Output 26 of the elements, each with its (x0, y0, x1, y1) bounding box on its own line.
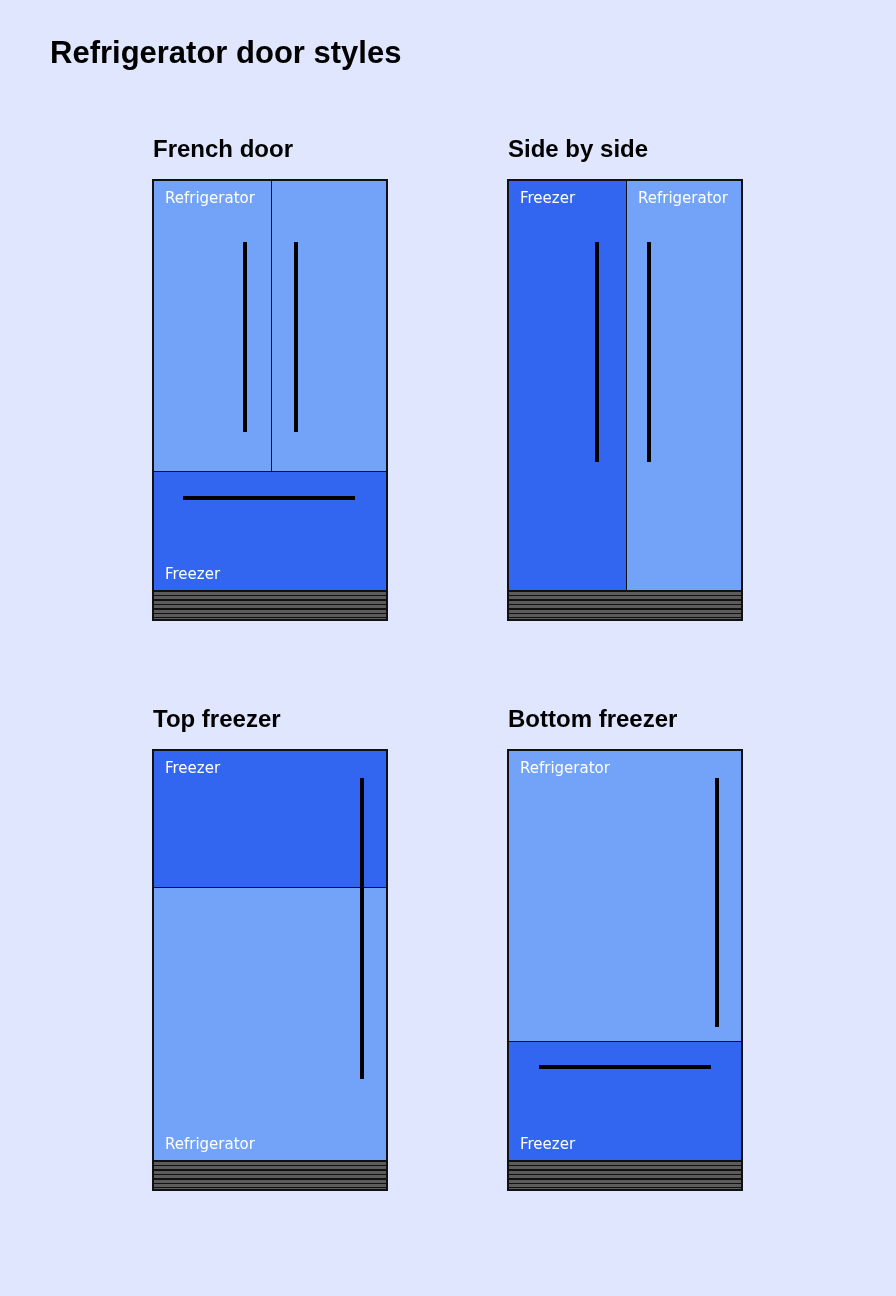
door-label: Refrigerator (165, 1135, 255, 1153)
refrigerator-door (626, 180, 742, 592)
style-heading: French door (153, 135, 293, 163)
refrigerator-door (153, 180, 273, 473)
door-label: Freezer (165, 565, 221, 583)
refrigerator-door (271, 180, 387, 473)
freezer-door (153, 471, 387, 592)
freezer-door (508, 180, 628, 592)
door-label: Refrigerator (520, 759, 610, 777)
base-grille (152, 1160, 388, 1191)
style-heading: Top freezer (153, 705, 281, 733)
door-label: Refrigerator (638, 189, 728, 207)
door-label: Freezer (520, 1135, 576, 1153)
door-label: Refrigerator (165, 189, 255, 207)
freezer-door (508, 1041, 742, 1162)
style-heading: Bottom freezer (508, 705, 678, 733)
base-grille (507, 590, 743, 621)
door-label: Freezer (165, 759, 221, 777)
door-label: Freezer (520, 189, 576, 207)
base-grille (507, 1160, 743, 1191)
base-grille (152, 590, 388, 621)
freezer-door (153, 750, 387, 889)
refrigerator-door (508, 750, 742, 1043)
refrigerator-door (153, 887, 387, 1162)
title: Refrigerator door styles (50, 35, 402, 71)
style-heading: Side by side (508, 135, 649, 163)
